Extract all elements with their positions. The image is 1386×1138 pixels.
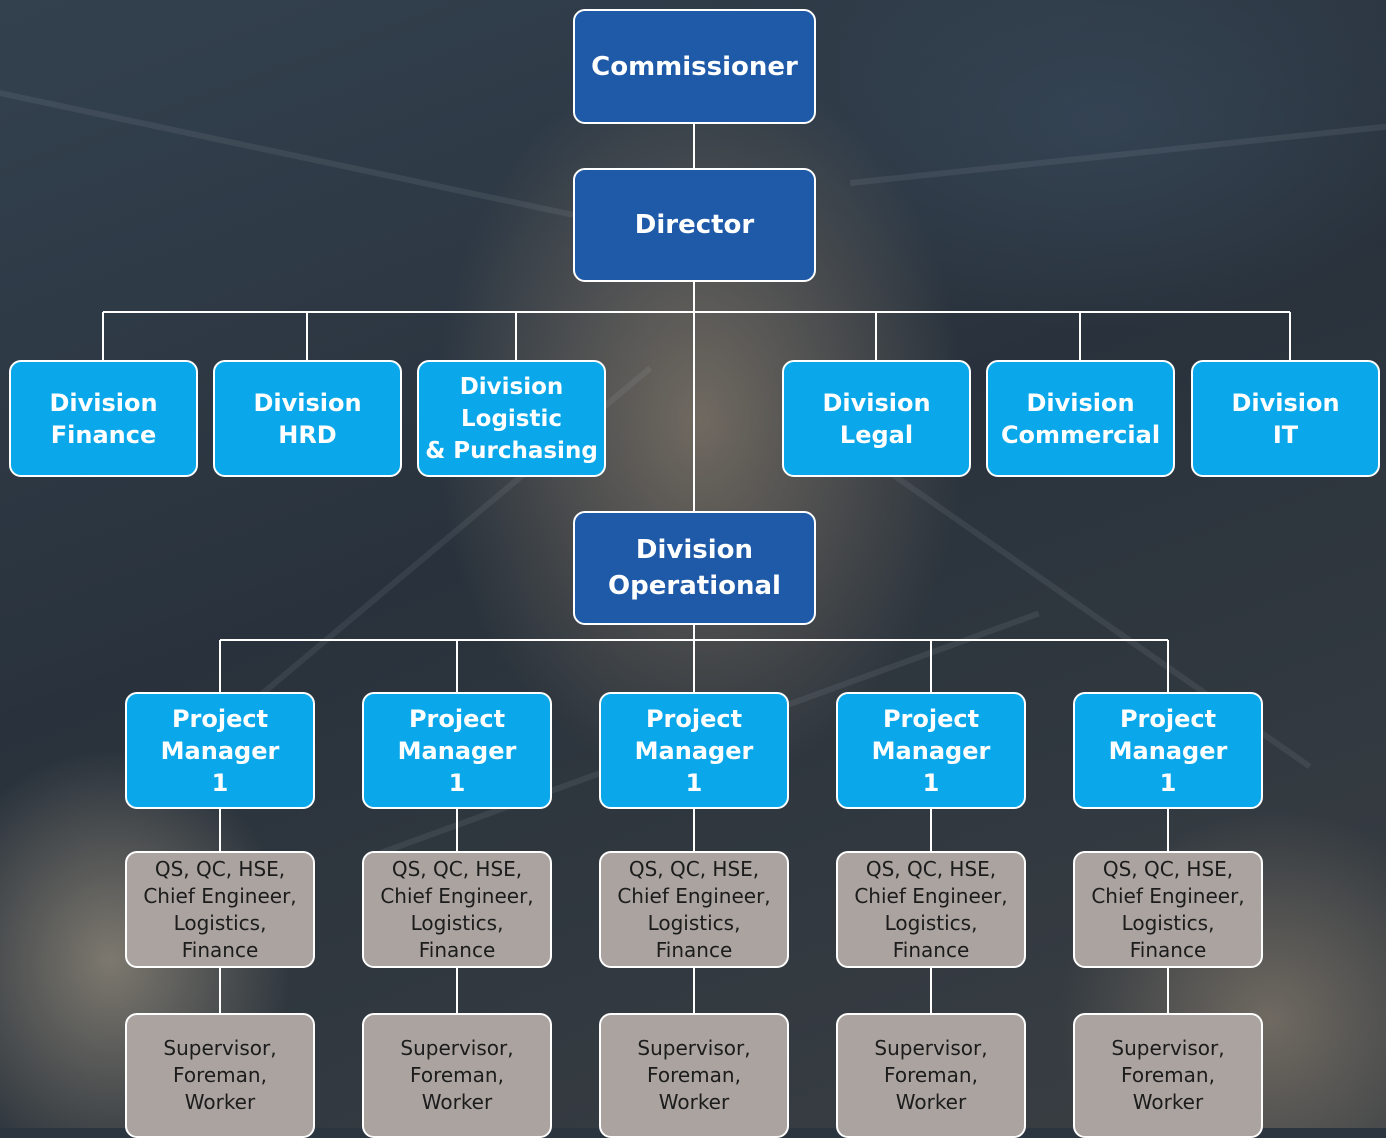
field-team-label: Supervisor, Foreman, Worker (637, 1036, 751, 1114)
division-legal-label: Division Legal (822, 388, 931, 449)
project-manager-box: Project Manager 1 (599, 692, 789, 809)
field-team-box: Supervisor, Foreman, Worker (125, 1013, 315, 1138)
director-box: Director (573, 168, 816, 282)
project-staff-label: QS, QC, HSE, Chief Engineer, Logistics, … (143, 856, 297, 962)
project-manager-label: Project Manager 1 (634, 704, 754, 797)
project-staff-box: QS, QC, HSE, Chief Engineer, Logistics, … (836, 851, 1026, 968)
division-logistic-box: Division Logistic & Purchasing (417, 360, 606, 477)
field-team-box: Supervisor, Foreman, Worker (599, 1013, 789, 1138)
division-operational-label: Division Operational (608, 535, 781, 601)
project-staff-box: QS, QC, HSE, Chief Engineer, Logistics, … (125, 851, 315, 968)
division-operational-box: Division Operational (573, 511, 816, 625)
project-staff-label: QS, QC, HSE, Chief Engineer, Logistics, … (1091, 856, 1245, 962)
field-team-label: Supervisor, Foreman, Worker (1111, 1036, 1225, 1114)
project-manager-box: Project Manager 1 (125, 692, 315, 809)
division-hrd-box: Division HRD (213, 360, 402, 477)
project-staff-box: QS, QC, HSE, Chief Engineer, Logistics, … (362, 851, 552, 968)
division-finance-label: Division Finance (49, 388, 158, 449)
division-hrd-label: Division HRD (253, 388, 362, 449)
division-it-box: Division IT (1191, 360, 1380, 477)
project-manager-label: Project Manager 1 (160, 704, 280, 797)
division-finance-box: Division Finance (9, 360, 198, 477)
project-manager-label: Project Manager 1 (1108, 704, 1228, 797)
division-commercial-label: Division Commercial (1000, 388, 1161, 449)
division-logistic-label: Division Logistic & Purchasing (425, 373, 598, 464)
project-manager-label: Project Manager 1 (871, 704, 991, 797)
division-legal-box: Division Legal (782, 360, 971, 477)
project-manager-box: Project Manager 1 (836, 692, 1026, 809)
division-it-label: Division IT (1231, 388, 1340, 449)
director-label: Director (634, 210, 755, 240)
field-team-label: Supervisor, Foreman, Worker (400, 1036, 514, 1114)
project-staff-box: QS, QC, HSE, Chief Engineer, Logistics, … (599, 851, 789, 968)
commissioner-label: Commissioner (591, 51, 798, 82)
field-team-label: Supervisor, Foreman, Worker (874, 1036, 988, 1114)
project-staff-label: QS, QC, HSE, Chief Engineer, Logistics, … (617, 856, 771, 962)
field-team-box: Supervisor, Foreman, Worker (836, 1013, 1026, 1138)
project-staff-box: QS, QC, HSE, Chief Engineer, Logistics, … (1073, 851, 1263, 968)
project-staff-label: QS, QC, HSE, Chief Engineer, Logistics, … (380, 856, 534, 962)
division-commercial-box: Division Commercial (986, 360, 1175, 477)
project-manager-label: Project Manager 1 (397, 704, 517, 797)
project-manager-box: Project Manager 1 (1073, 692, 1263, 809)
project-staff-label: QS, QC, HSE, Chief Engineer, Logistics, … (854, 856, 1008, 962)
project-manager-box: Project Manager 1 (362, 692, 552, 809)
field-team-box: Supervisor, Foreman, Worker (1073, 1013, 1263, 1138)
field-team-box: Supervisor, Foreman, Worker (362, 1013, 552, 1138)
commissioner-box: Commissioner (573, 9, 816, 124)
field-team-label: Supervisor, Foreman, Worker (163, 1036, 277, 1114)
